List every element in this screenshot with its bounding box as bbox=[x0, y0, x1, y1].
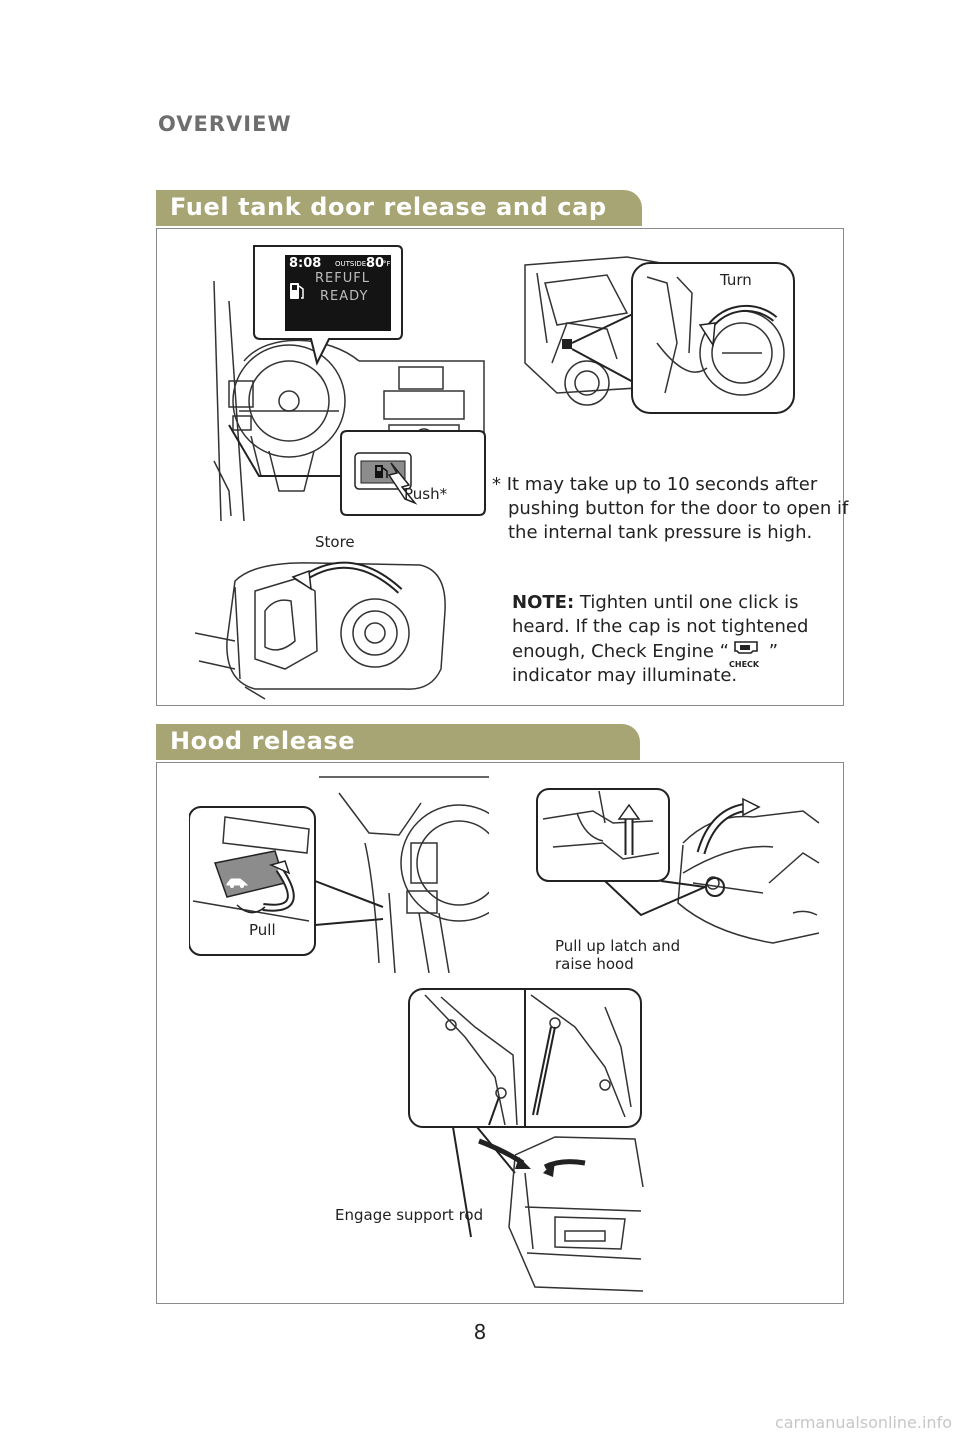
fuel-section-tab: Fuel tank door release and cap bbox=[156, 190, 642, 226]
note-text-before-icon: Tighten until one click is heard. If the… bbox=[512, 592, 809, 662]
display-temp: 80 bbox=[366, 256, 385, 271]
hood-section-tab: Hood release bbox=[156, 724, 640, 760]
store-label: Store bbox=[315, 533, 355, 551]
note-text-after-icon: ” indicator may illuminate. bbox=[512, 641, 779, 686]
push-footnote-text: * It may take up to 10 seconds after pus… bbox=[492, 474, 849, 543]
tighten-note: NOTE: Tighten until one click is heard. … bbox=[512, 591, 830, 688]
page-number: 8 bbox=[473, 1320, 487, 1344]
latch-label-line2: raise hood bbox=[555, 955, 634, 973]
push-footnote: * It may take up to 10 seconds after pus… bbox=[492, 473, 854, 545]
support-rod-label: Engage support rod bbox=[335, 1206, 484, 1224]
fuel-cap-store-figure bbox=[195, 561, 446, 700]
turn-label: Turn bbox=[720, 271, 752, 289]
note-icon-caption: CHECK bbox=[729, 660, 760, 669]
fuel-button-icon[interactable] bbox=[372, 462, 390, 482]
overview-heading: OVERVIEW bbox=[158, 112, 292, 136]
display-outside-label: OUTSIDE bbox=[335, 260, 367, 268]
hood-section-title: Hood release bbox=[170, 727, 356, 755]
hood-release-figure bbox=[189, 776, 489, 973]
pull-label: Pull bbox=[249, 921, 276, 939]
display-line2: READY bbox=[320, 289, 369, 304]
display-unit: °F bbox=[383, 260, 391, 268]
display-clock: 8:08 bbox=[289, 256, 322, 271]
latch-label-line1: Pull up latch and bbox=[555, 937, 681, 955]
fuel-pump-icon bbox=[290, 283, 304, 299]
push-label: Push* bbox=[404, 485, 448, 503]
site-watermark: carmanualsonline.info bbox=[774, 1413, 952, 1432]
support-rod-figure bbox=[408, 988, 644, 1292]
fuel-panel: 8:08 OUTSIDE 80 °F REFUFL READY Push* bbox=[156, 228, 848, 706]
hood-panel: Pull Pull up latch and raise hood bbox=[156, 762, 844, 1304]
engine-check-icon bbox=[734, 641, 758, 654]
display-line1: REFUFL bbox=[315, 271, 370, 286]
fuel-section-title: Fuel tank door release and cap bbox=[170, 193, 607, 221]
trunk-car-icon bbox=[226, 878, 249, 888]
note-label: NOTE: bbox=[512, 592, 575, 613]
fuel-cap-turn-figure bbox=[524, 256, 795, 414]
dashboard-figure bbox=[213, 245, 486, 522]
hood-latch-figure bbox=[536, 788, 820, 944]
